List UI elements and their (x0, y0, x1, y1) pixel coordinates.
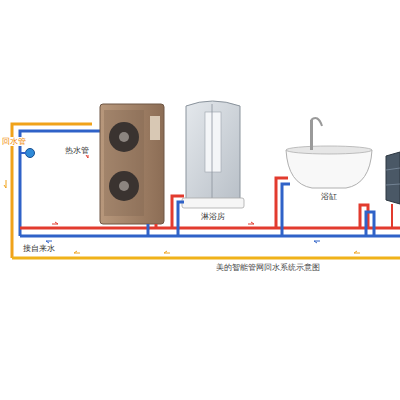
bathtub (286, 118, 372, 188)
cold-pipe (20, 235, 400, 238)
solar-panel (386, 152, 400, 204)
pipe-label: 接自来水 (22, 244, 56, 253)
heat-pump (100, 104, 164, 224)
pipe-label: 回水管 (1, 137, 27, 146)
return-pipe (12, 257, 400, 260)
shower-room (182, 101, 244, 208)
pipe-label: 热水管 (64, 146, 90, 155)
caption: 美的智能管网回水系统示意图 (215, 263, 321, 272)
cold-pipe (20, 131, 100, 236)
fixture-label: 浴缸 (320, 192, 338, 201)
fixture-label: 淋浴房 (200, 212, 226, 221)
pump-symbol (26, 149, 35, 158)
hot-pipe (20, 227, 400, 230)
